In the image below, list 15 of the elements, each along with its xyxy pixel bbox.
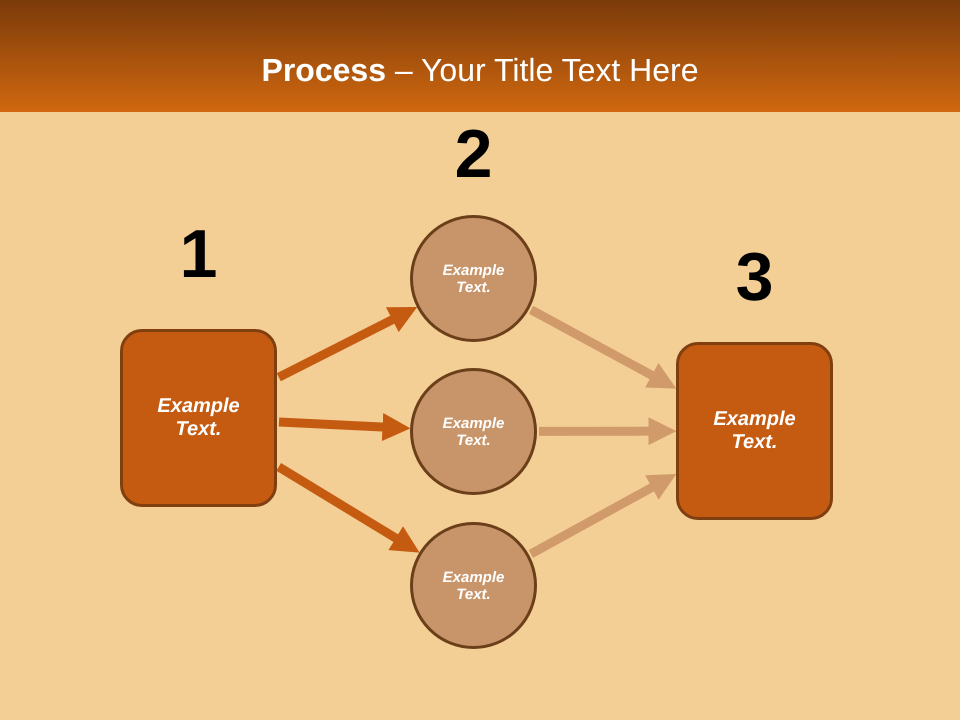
arrow (276, 463, 420, 553)
arrow (538, 417, 676, 446)
node-text: Example Text. (442, 262, 506, 296)
title: Process – Your Title Text Here (260, 52, 700, 89)
node-text: Example Text. (156, 395, 241, 441)
node-text: Example Text. (442, 414, 506, 448)
step-number: 1 (178, 220, 218, 288)
arrow (278, 413, 410, 442)
arrow (528, 474, 676, 558)
step-number: 2 (454, 120, 494, 188)
arrow (276, 307, 418, 382)
node-text: Example Text. (712, 408, 797, 454)
node-text: Example Text. (442, 568, 506, 602)
arrow (528, 306, 676, 389)
step-number: 3 (734, 243, 774, 311)
